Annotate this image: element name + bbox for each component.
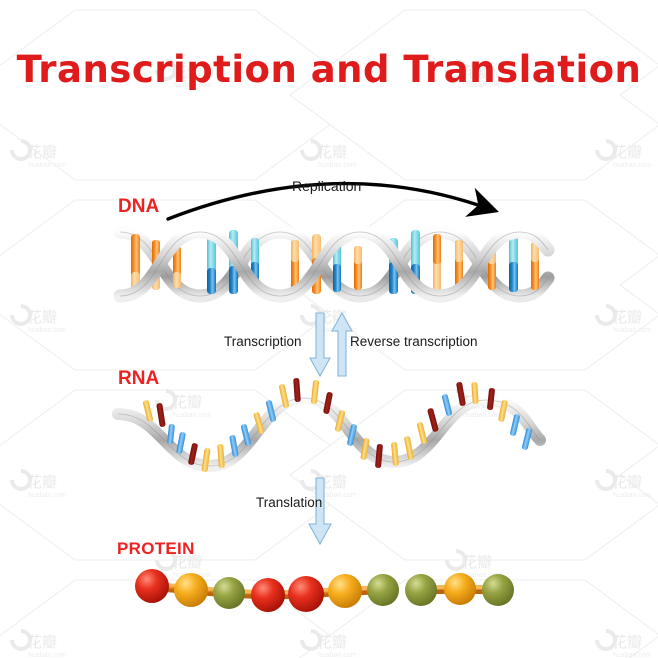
protein-beads [135,569,514,612]
translation-label: Translation [256,495,323,510]
rna-strand [112,377,546,473]
rna-bases [142,377,533,472]
dna-helix [113,225,555,303]
reverse-transcription-arrow [331,311,353,377]
replication-label: Replication [292,178,362,194]
transcription-label: Transcription [224,334,302,349]
transcription-arrow [309,312,331,378]
protein-label: PROTEIN [117,539,195,558]
reverse-transcription-label: Reverse transcription [350,334,478,349]
rna-label: RNA [118,368,160,389]
page-title: Transcription and Translation [16,48,642,91]
translation-arrow [308,477,332,546]
protein-chain [135,569,514,612]
dna-label: DNA [118,196,160,217]
replication-arrow [166,181,499,221]
